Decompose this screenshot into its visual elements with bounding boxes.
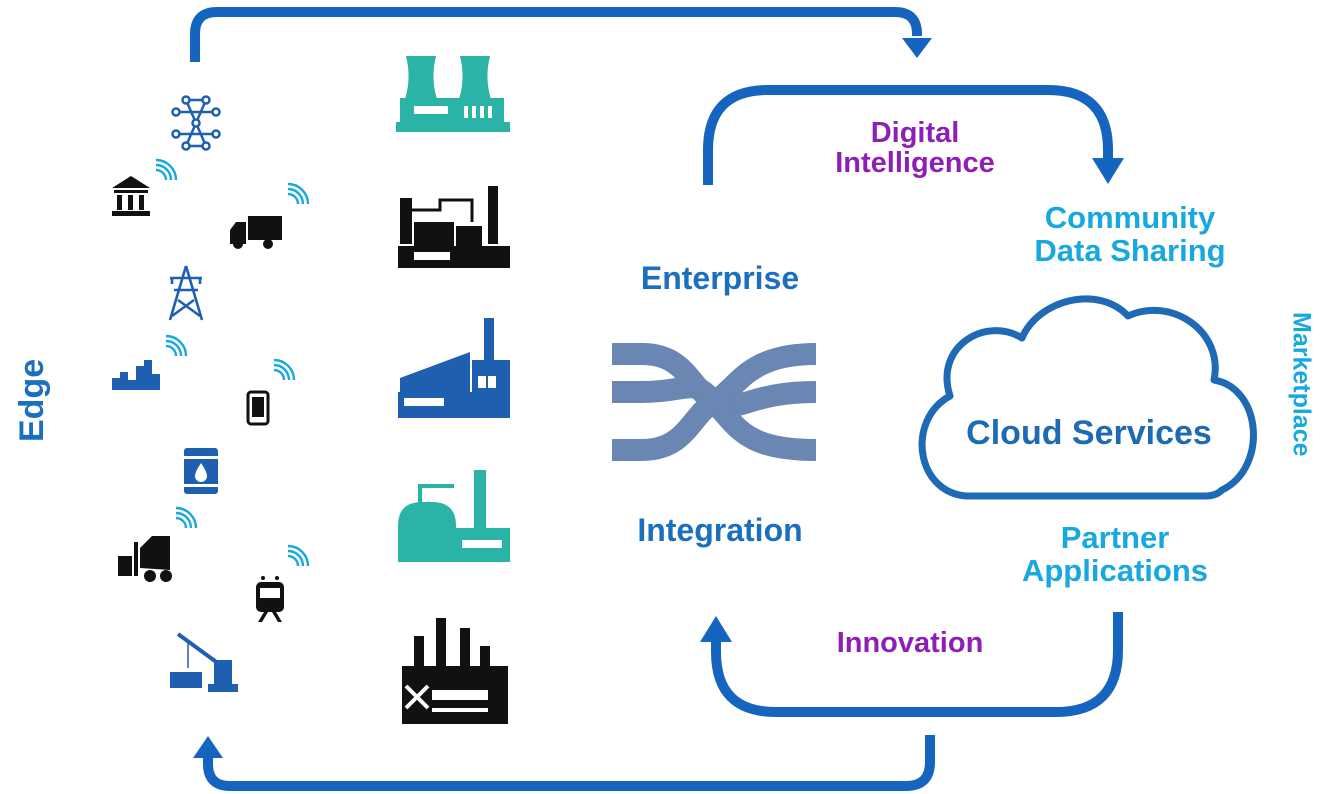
innovation-arrow-head [700,616,732,642]
digital-intelligence-arrow-head [1092,158,1124,184]
power-plant-icon [396,56,510,132]
cloud-services-label: Cloud Services [966,414,1212,452]
innovation-arrow [711,612,1123,717]
community-line-1: Community [1044,200,1216,235]
partner-applications-label: Partner Applications [990,520,1240,588]
city-skyline-icon [112,360,160,390]
top-outer-arrow [190,7,922,62]
refinery-icon [398,470,510,562]
digital-intelligence-line-1: Digital [870,117,960,149]
integration-icon [612,343,817,461]
factory-icon [398,318,510,418]
wireless-signal-icon [164,334,188,358]
wireless-signal-icon [174,506,198,530]
power-tower-icon [168,265,204,321]
heavy-factory-icon [402,618,508,724]
cloud-icon [918,295,1257,500]
community-data-sharing-label: Community Data Sharing [990,200,1270,268]
smartphone-icon [246,390,270,426]
marketplace-label: Marketplace [1287,312,1316,457]
delivery-truck-icon [230,216,282,249]
partner-line-1: Partner [1060,520,1170,555]
molecule-network-icon [171,95,221,151]
digital-intelligence-label: Digital Intelligence [790,118,1040,179]
wireless-signal-icon [272,358,296,382]
partner-line-2: Applications [1021,552,1208,588]
bottom-outer-arrow [203,735,935,791]
community-line-2: Data Sharing [1034,232,1226,268]
port-crane-icon [170,632,238,692]
bank-icon [112,176,150,216]
bottom-outer-arrow-head [193,736,223,758]
integration-label: Integration [637,512,803,548]
innovation-label: Innovation [836,627,984,659]
wireless-signal-icon [286,182,310,206]
industrial-plant-icon [398,186,510,268]
wireless-signal-icon [154,158,178,182]
wireless-signal-icon [286,544,310,568]
digital-intelligence-arrow [703,85,1113,185]
enterprise-label: Enterprise [640,260,800,296]
top-outer-arrow-head [902,38,932,58]
oil-barrel-icon [184,448,218,494]
forklift-icon [118,536,172,582]
edge-label: Edge [13,358,51,442]
train-icon [256,576,284,622]
digital-intelligence-line-2: Intelligence [835,147,995,180]
